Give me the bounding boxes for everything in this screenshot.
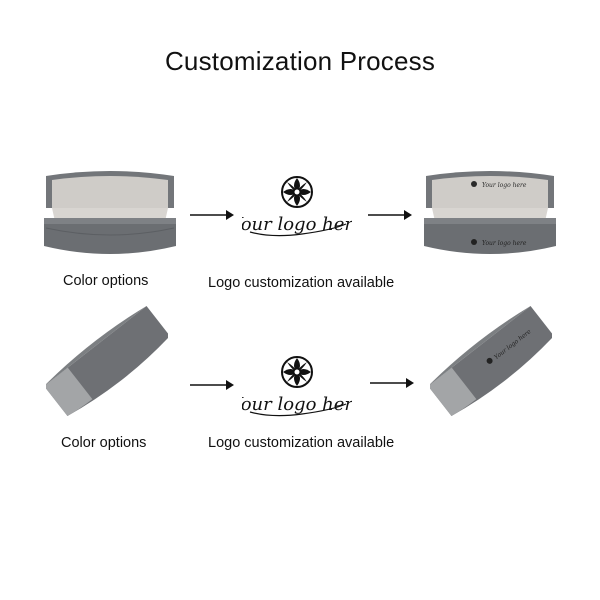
- arrow-right-icon: [370, 378, 414, 388]
- logo-sample: Your logo here: [230, 352, 364, 422]
- logo-sample: Your logo here: [230, 172, 364, 242]
- open-case-engraved-image: Your logo here Your logo here: [424, 171, 556, 254]
- engraved-logo-text-lid: Your logo here: [482, 182, 527, 189]
- open-case-plain-image: [44, 171, 176, 254]
- floral-logo-mark-icon: Your logo here: [230, 356, 364, 417]
- logo-text: Your logo here: [242, 214, 352, 235]
- caption-color-options: Color options: [61, 435, 147, 451]
- closed-case-engraved-image: Your logo here: [430, 306, 552, 416]
- logo-text: Your logo here: [242, 394, 352, 415]
- engraved-logo-text-front: Your logo here: [482, 240, 527, 247]
- closed-case-plain-image: [46, 306, 168, 416]
- arrow-right-icon: [368, 210, 412, 220]
- page-title: Customization Process: [164, 46, 436, 76]
- caption-logo-customization: Logo customization available: [208, 275, 395, 291]
- caption-logo-customization: Logo customization available: [208, 435, 395, 451]
- caption-color-options: Color options: [63, 273, 149, 289]
- arrow-right-icon: [190, 210, 234, 220]
- arrow-right-icon: [190, 380, 234, 390]
- floral-logo-mark-icon: Your logo here: [230, 176, 364, 237]
